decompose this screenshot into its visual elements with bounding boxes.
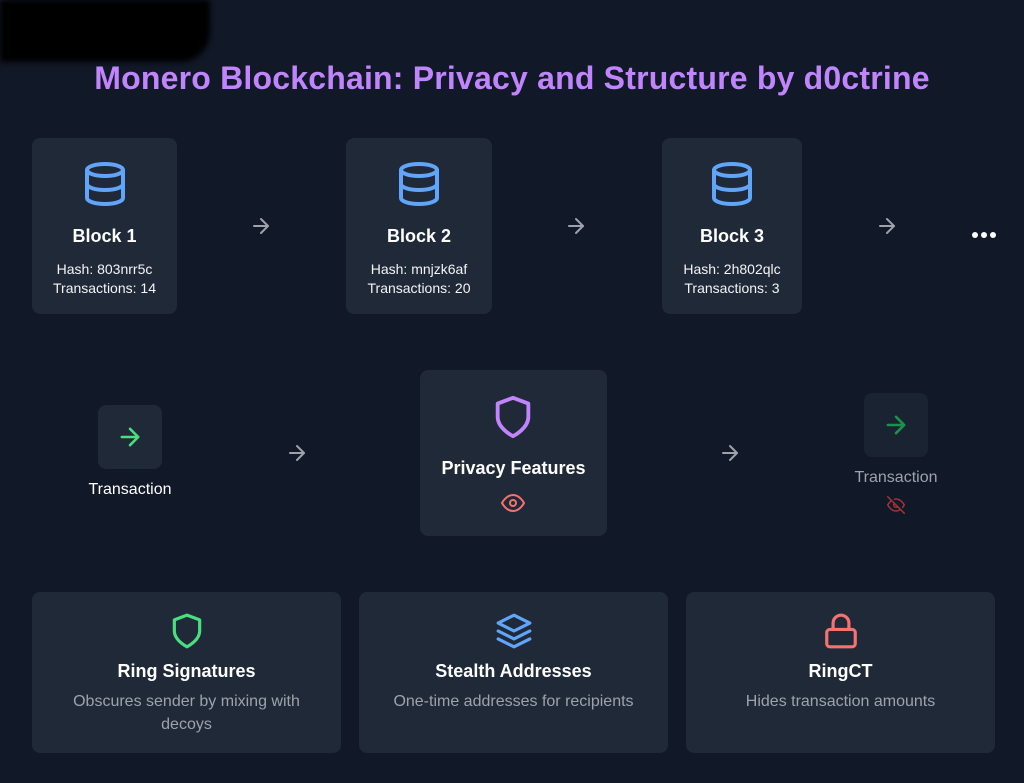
eye-off-icon xyxy=(887,496,905,514)
block-hash: Hash: mnjzk6af xyxy=(370,261,468,277)
transaction-out-box xyxy=(864,393,928,457)
block-transactions: Transactions: 3 xyxy=(684,280,780,296)
block-card-2: Block 2 Hash: mnjzk6af Transactions: 20 xyxy=(346,138,492,314)
arrow-right-icon xyxy=(120,427,140,447)
arrow-right-icon xyxy=(253,218,269,234)
privacy-features-card: Privacy Features xyxy=(420,370,607,536)
arrow-right-icon xyxy=(886,415,906,435)
transaction-out-label: Transaction xyxy=(854,469,938,486)
feature-name: RingCT xyxy=(808,661,873,681)
block-name: Block 3 xyxy=(699,226,765,246)
block-meta: Hash: 803nrr5c Transactions: 14 xyxy=(32,260,177,298)
lock-icon xyxy=(824,613,857,649)
arrow-right-icon xyxy=(568,218,584,234)
arrow-right-icon xyxy=(289,445,305,461)
privacy-features-label: Privacy Features xyxy=(441,458,586,478)
block-transactions: Transactions: 14 xyxy=(53,280,156,296)
block-name: Block 2 xyxy=(386,226,452,246)
feature-card-stealth-addresses: Stealth Addresses One-time addresses for… xyxy=(359,592,668,753)
block-card-3: Block 3 Hash: 2h802qlc Transactions: 3 xyxy=(662,138,802,314)
block-meta: Hash: mnjzk6af Transactions: 20 xyxy=(346,260,492,298)
database-icon xyxy=(399,162,439,206)
page-title: Monero Blockchain: Privacy and Structure… xyxy=(94,60,930,96)
feature-name: Stealth Addresses xyxy=(435,661,592,681)
eye-icon[interactable] xyxy=(501,491,525,515)
database-icon xyxy=(84,162,125,206)
block-hash: Hash: 2h802qlc xyxy=(683,261,781,277)
shield-icon xyxy=(172,613,201,649)
feature-card-ringct: RingCT Hides transaction amounts xyxy=(686,592,995,753)
layers-icon xyxy=(496,613,531,649)
shield-icon xyxy=(495,395,531,439)
block-hash: Hash: 803nrr5c xyxy=(56,261,153,277)
feature-description: Hides transaction amounts xyxy=(745,693,936,710)
block-name: Block 1 xyxy=(72,226,137,246)
feature-description: Obscures sender by mixing with decoys xyxy=(73,693,300,733)
block-transactions: Transactions: 20 xyxy=(367,280,471,296)
block-card-1: Block 1 Hash: 803nrr5c Transactions: 14 xyxy=(32,138,177,314)
transaction-in-box xyxy=(98,405,162,469)
more-icon xyxy=(972,232,996,238)
transaction-in-label: Transaction xyxy=(88,481,172,498)
database-icon xyxy=(712,162,752,206)
block-meta: Hash: 2h802qlc Transactions: 3 xyxy=(662,260,802,298)
feature-description: One-time addresses for recipients xyxy=(393,693,634,710)
redaction-blob xyxy=(0,0,210,62)
arrow-right-icon xyxy=(722,445,738,461)
arrow-right-icon xyxy=(879,218,895,234)
feature-name: Ring Signatures xyxy=(117,661,256,681)
feature-card-ring-signatures: Ring Signatures Obscures sender by mixin… xyxy=(32,592,341,753)
